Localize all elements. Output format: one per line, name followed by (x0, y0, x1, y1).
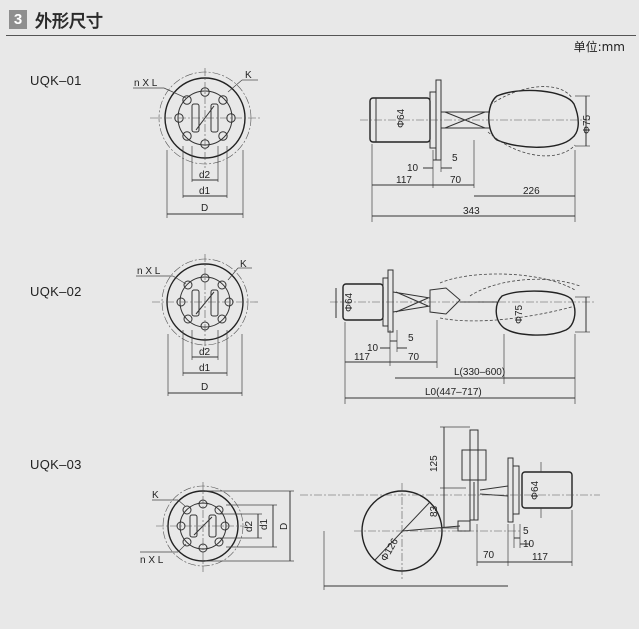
header-rule (6, 35, 636, 36)
uqk02-d2-label: d2 (199, 347, 211, 358)
model-label-uqk02: UQK–02 (30, 284, 82, 299)
uqk03-d-label: D (279, 523, 290, 530)
uqk01-dim-70: 70 (450, 175, 462, 186)
section-title: 外形尺寸 (35, 11, 103, 32)
uqk03-phi64: Φ64 (530, 480, 541, 500)
uqk02-bolt-label: n X L (137, 266, 161, 277)
uqk03-dim-5: 5 (523, 526, 529, 537)
uqk03-dim-83: 83 (429, 505, 440, 517)
uqk03-dim-117: 117 (532, 552, 548, 563)
uqk02-d-label: D (201, 382, 208, 393)
uqk01-d2-label: d2 (199, 170, 211, 181)
unit-label: 单位:mm (573, 40, 625, 54)
uqk01-dim-10: 10 (407, 163, 419, 174)
uqk03-bolt-label: n X L (140, 555, 164, 566)
section-number-badge: 3 (9, 9, 27, 29)
uqk02-phi75: Φ75 (514, 304, 525, 324)
uqk02-flange-view (136, 254, 258, 396)
uqk01-dim-343: 343 (463, 206, 480, 217)
uqk01-d-label: D (201, 203, 208, 214)
uqk02-dim-10: 10 (367, 343, 379, 354)
uqk01-dim-226: 226 (523, 186, 540, 197)
uqk02-dim-5: 5 (408, 333, 414, 344)
uqk02-phi64: Φ64 (344, 292, 355, 312)
uqk01-flange-view (133, 68, 260, 218)
uqk03-dim-125: 125 (429, 455, 440, 472)
uqk01-phi75: Φ75 (582, 114, 593, 134)
uqk02-dim-l0: L0(447–717) (425, 387, 482, 398)
uqk03-dim-10: 10 (523, 539, 535, 550)
uqk03-flange-view (140, 482, 294, 572)
uqk01-phi64: Φ64 (396, 108, 407, 128)
uqk02-dim-70: 70 (408, 352, 420, 363)
uqk03-dim-70: 70 (483, 550, 495, 561)
uqk01-k-label: K (245, 70, 252, 81)
uqk03-phi126: Φ126 (379, 536, 401, 563)
uqk01-bolt-label: n X L (134, 78, 158, 89)
uqk01-dim-5: 5 (452, 153, 458, 164)
uqk02-dim-l: L(330–600) (454, 367, 505, 378)
model-label-uqk01: UQK–01 (30, 73, 82, 88)
uqk02-d1-label: d1 (199, 363, 211, 374)
uqk01-d1-label: d1 (199, 186, 211, 197)
uqk01-side-view (360, 79, 590, 222)
uqk02-k-label: K (240, 259, 247, 270)
uqk03-k-label: K (152, 490, 159, 501)
uqk03-d1-label: d1 (259, 518, 270, 530)
uqk02-dim-117: 117 (354, 352, 370, 363)
uqk03-d2-label: d2 (244, 520, 255, 532)
uqk02-side-view (330, 269, 595, 404)
model-label-uqk03: UQK–03 (30, 457, 82, 472)
uqk01-dim-117: 117 (396, 175, 412, 186)
section-header: 3 外形尺寸 (9, 8, 103, 32)
uqk03-side-view (300, 426, 600, 590)
